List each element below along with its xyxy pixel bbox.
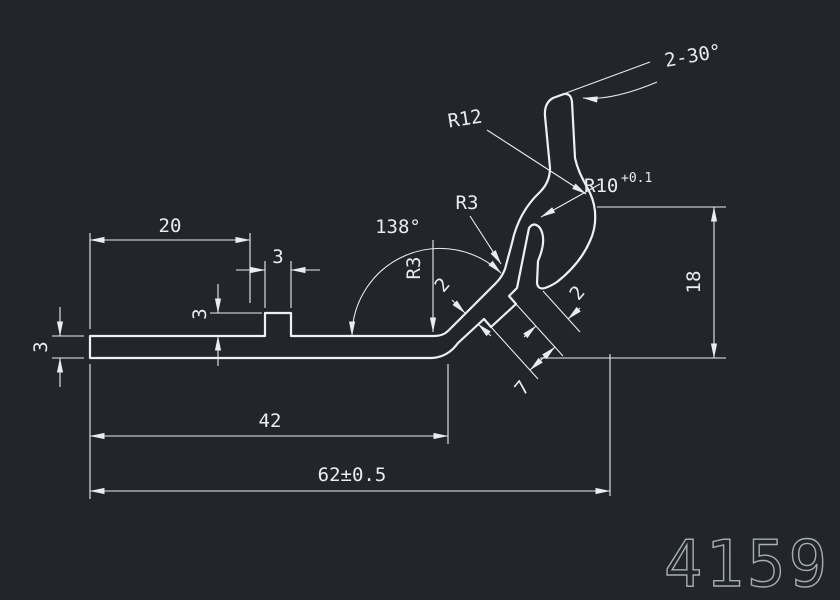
part-number: 4159: [664, 528, 830, 600]
dim-62-label: 62±0.5: [318, 464, 387, 486]
leader-line: [486, 129, 587, 195]
dim-bump-width-label: 3: [272, 246, 283, 268]
dim-length-42: 42: [89, 364, 449, 499]
dim-radius-r3-lower: R3: [403, 240, 437, 333]
ext-line: [542, 290, 581, 333]
dim-chamfer-label: 2-30°: [663, 40, 723, 72]
dim-length-20: 20: [89, 215, 251, 329]
dim-angle-138: 138°: [348, 216, 502, 337]
arrow-segment: [523, 325, 537, 339]
dim-r10-tolerance-label: +0.1: [621, 171, 652, 186]
dim-claw-gap-label: 2: [565, 282, 589, 305]
dim-base-thickness-label: 3: [30, 341, 52, 352]
dim-r12-label: R12: [446, 106, 483, 133]
dim-radius-r12: R12: [446, 106, 587, 195]
dim-r3-lower-label: R3: [403, 257, 425, 280]
dim-bump-width-3: 3: [236, 246, 320, 308]
dim-radius-r10: R10 +0.1: [540, 171, 652, 218]
dim-r10-label: R10: [584, 175, 618, 197]
angle-arc: [348, 247, 502, 337]
dim-tip-chamfer: 2-30°: [565, 40, 723, 103]
dim-20-label: 20: [159, 215, 182, 237]
arrow-segment: [451, 299, 466, 314]
dim-r3-upper-label: R3: [456, 192, 479, 214]
ext-line: [490, 326, 539, 380]
leader-line: [540, 183, 601, 218]
dim-radius-r3-upper: R3: [456, 192, 502, 265]
leader-line: [469, 215, 502, 265]
ext-line: [565, 61, 651, 94]
ext-line: [515, 303, 564, 357]
dim-42-label: 42: [259, 410, 282, 432]
dim-bump-height-3: 3: [189, 284, 262, 366]
dim-claw-gap-2: 2: [523, 282, 590, 339]
dim-bump-height-label: 3: [189, 308, 211, 319]
dim-height-18-label: 18: [683, 271, 705, 294]
dim-wall-thickness-2: 2: [430, 274, 492, 337]
leader-arc: [582, 81, 658, 103]
arrow-segment: [477, 323, 492, 337]
dim-wall-thickness-label: 2: [430, 274, 454, 297]
dim-base-thickness-3: 3: [30, 307, 84, 387]
dim-tab-length-label: 7: [510, 377, 534, 400]
dim-height-18: 18: [540, 206, 726, 359]
arrow-segment: [567, 306, 581, 320]
dim-angle-label: 138°: [375, 216, 421, 238]
dim-length-62: 62±0.5: [89, 354, 611, 496]
